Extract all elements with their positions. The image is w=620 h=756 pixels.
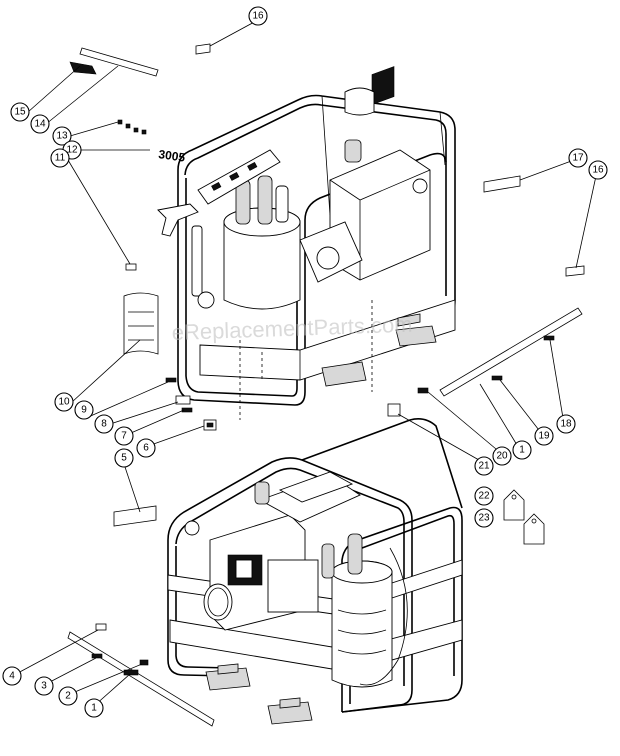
upper-pad-1 (321, 361, 367, 387)
lower-base (169, 619, 463, 673)
svg-text:3: 3 (41, 681, 47, 692)
lower-tank (321, 533, 393, 688)
upper-engine (299, 66, 431, 283)
upper-tank (223, 175, 301, 310)
part-marking: 3005 (158, 147, 187, 165)
svg-text:12: 12 (66, 145, 78, 156)
callout-23: 23 (474, 508, 494, 528)
callout-6: 6 (136, 438, 156, 458)
svg-text:9: 9 (81, 405, 87, 416)
callout-7: 7 (114, 426, 134, 446)
side-rail-decal-lower (67, 631, 215, 727)
svg-text:21: 21 (478, 461, 490, 472)
decals (67, 43, 585, 727)
svg-text:5: 5 (121, 453, 127, 464)
callout-16-right: 16 (588, 160, 608, 180)
upper-unit (157, 66, 456, 420)
svg-text:2: 2 (65, 691, 71, 702)
upper-spray-gun (157, 203, 199, 237)
svg-text:22: 22 (478, 491, 490, 502)
callout-20: 20 (492, 446, 512, 466)
callout-18: 18 (556, 414, 576, 434)
svg-text:14: 14 (34, 119, 46, 130)
callout-8: 8 (94, 414, 114, 434)
tag-22 (503, 489, 525, 521)
upper-pad-2 (395, 325, 437, 347)
svg-text:18: 18 (560, 419, 572, 430)
lower-unit (167, 418, 463, 725)
lower-pump-assembly (203, 514, 319, 631)
svg-text:16: 16 (252, 11, 264, 22)
callout-11: 11 (50, 148, 70, 168)
svg-text:13: 13 (56, 131, 68, 142)
callouts: 16 15 14 13 12 11 17 16 10 9 8 7 6 5 18 … (2, 6, 608, 718)
callout-19: 19 (534, 426, 554, 446)
callout-16-top: 16 (248, 6, 268, 26)
callout-9: 9 (74, 400, 94, 420)
svg-text:16: 16 (592, 165, 604, 176)
svg-text:4: 4 (9, 671, 15, 682)
decal-10 (123, 292, 159, 355)
callout-15: 15 (10, 102, 30, 122)
callout-17: 17 (568, 148, 588, 168)
svg-text:23: 23 (478, 513, 490, 524)
tag-23 (523, 513, 545, 545)
svg-text:1: 1 (91, 703, 97, 714)
callout-13: 13 (52, 126, 72, 146)
svg-text:7: 7 (121, 431, 127, 442)
svg-text:10: 10 (58, 397, 70, 408)
callout-3: 3 (34, 676, 54, 696)
svg-text:19: 19 (538, 431, 550, 442)
callout-4: 4 (2, 666, 22, 686)
callout-1-bottom: 1 (84, 698, 104, 718)
callout-14: 14 (30, 114, 50, 134)
svg-text:15: 15 (14, 107, 26, 118)
callout-22: 22 (474, 486, 494, 506)
leader-lines (15, 19, 597, 707)
callout-10: 10 (54, 392, 74, 412)
svg-text:20: 20 (496, 451, 508, 462)
svg-text:11: 11 (55, 153, 66, 164)
side-rail-decal-upper (439, 307, 583, 397)
lower-frame (167, 457, 413, 713)
svg-text:8: 8 (101, 419, 107, 430)
callout-1-right: 1 (512, 440, 532, 460)
callout-5: 5 (114, 448, 134, 468)
svg-text:6: 6 (143, 443, 149, 454)
callout-21: 21 (474, 456, 494, 476)
svg-text:1: 1 (519, 445, 525, 456)
svg-text:17: 17 (572, 153, 584, 164)
callout-2: 2 (58, 686, 78, 706)
